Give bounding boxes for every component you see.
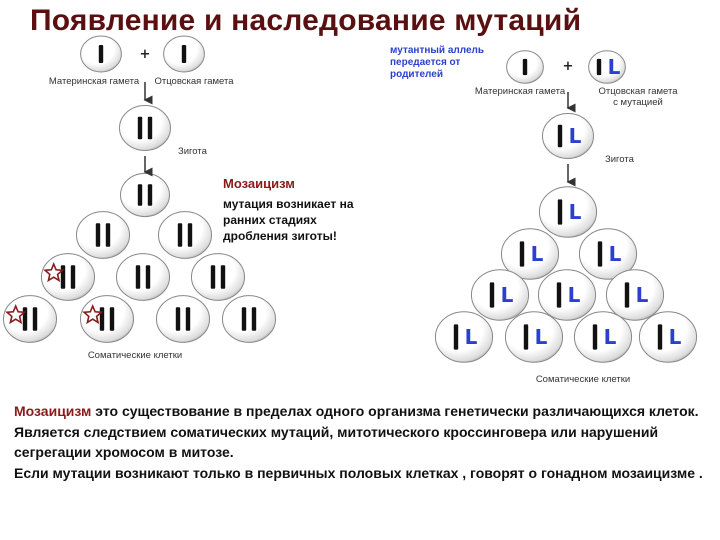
left-paternal-gamete-label: Отцовская гамета <box>154 76 234 87</box>
right-maternal-gamete-cell <box>506 50 544 84</box>
left-cell-r4-0 <box>2 295 58 343</box>
left-cell-r2-1 <box>157 211 213 259</box>
gonadal-mosaicism-text: Если мутации возникают только в первичны… <box>14 464 703 481</box>
svg-text:L: L <box>569 124 582 148</box>
right-maternal-gamete-label: Материнская гамета <box>474 86 566 97</box>
left-zygote-cell <box>119 105 171 151</box>
left-cell-r3-1 <box>115 253 171 301</box>
left-somatic-cells-label: Соматические клетки <box>87 350 183 361</box>
svg-text:L: L <box>531 242 544 266</box>
right-cell-r4-2: L <box>573 311 633 363</box>
svg-text:L: L <box>636 283 649 307</box>
svg-text:L: L <box>535 325 548 349</box>
right-cell-r4-0: L <box>434 311 494 363</box>
left-cell-r4-2 <box>155 295 211 343</box>
svg-text:L: L <box>501 283 514 307</box>
mosaicism-definition: это существование в пределах одного орга… <box>14 403 699 460</box>
right-cell-r3-2: L <box>605 269 665 321</box>
left-zygote-label: Зигота <box>178 146 207 157</box>
left-paternal-gamete-cell <box>163 35 205 73</box>
left-cell-r2-0 <box>75 211 131 259</box>
left-cell-r4-3 <box>221 295 277 343</box>
svg-text:L: L <box>569 200 582 224</box>
svg-text:L: L <box>609 242 622 266</box>
left-cell-r3-2 <box>190 253 246 301</box>
left-maternal-gamete-cell <box>80 35 122 73</box>
svg-text:L: L <box>604 325 617 349</box>
left-cell-r3-0 <box>40 253 96 301</box>
mosaicism-description: Мозаицизм это существование в пределах о… <box>14 401 720 483</box>
right-somatic-cells-label: Соматические клетки <box>535 374 631 385</box>
right-zygote-label: Зигота <box>605 154 634 165</box>
mosaicism-note-text: мутация возникает на ранних стадиях дроб… <box>223 197 354 243</box>
left-maternal-gamete-label: Материнская гамета <box>48 76 140 87</box>
svg-text:L: L <box>465 325 478 349</box>
right-plus-sign: + <box>563 59 574 74</box>
left-cell-r1 <box>120 172 170 218</box>
right-paternal-gamete-label: Отцовская гамета с мутацией <box>598 86 678 108</box>
right-cell-r3-0: L <box>470 269 530 321</box>
svg-text:L: L <box>608 55 621 79</box>
page-title: Появление и наследование мутаций <box>30 4 582 37</box>
mosaicism-term: Мозаицизм <box>14 403 92 419</box>
right-cell-r4-3: L <box>638 311 698 363</box>
right-cell-r2-0: L <box>500 228 560 280</box>
inherited-allele-note: мутантный аллель передается от родителей <box>390 45 485 80</box>
left-cell-r4-1 <box>79 295 135 343</box>
right-zygote-cell: L <box>542 113 594 159</box>
svg-text:L: L <box>568 283 581 307</box>
left-plus-sign: + <box>140 47 151 62</box>
right-cell-r1: L <box>538 186 598 238</box>
right-cell-r4-1: L <box>504 311 564 363</box>
right-paternal-gamete-cell: L <box>588 50 626 84</box>
right-cell-r3-1: L <box>537 269 597 321</box>
right-cell-r2-1: L <box>578 228 638 280</box>
svg-text:L: L <box>669 325 682 349</box>
mosaicism-heading: Мозаицизм <box>223 176 295 191</box>
